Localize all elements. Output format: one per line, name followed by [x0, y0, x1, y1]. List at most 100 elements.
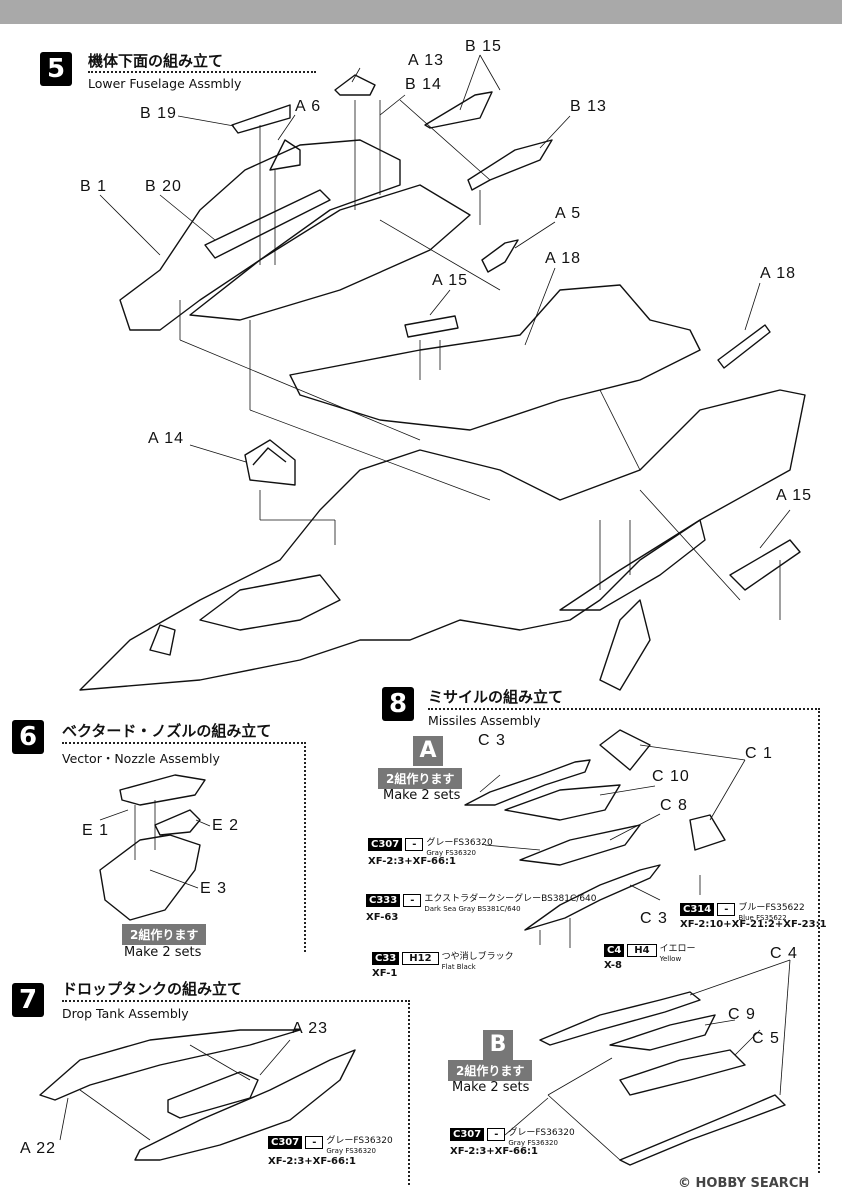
label-e1: E 1 — [82, 822, 110, 839]
step-8-title-jp: ミサイルの組み立て — [428, 688, 564, 706]
part-e3 — [99, 834, 201, 921]
step-8-border — [818, 708, 820, 1173]
label-a13: A 13 — [408, 52, 445, 69]
label-a22: A 22 — [20, 1140, 57, 1157]
make-2-sets-badge-a-jp: 2組作ります — [378, 768, 463, 789]
step-8-title-en: Missiles Assembly — [428, 713, 541, 728]
paint-code: C307 — [368, 838, 403, 851]
step-7-title-jp: ドロップタンクの組み立て — [62, 980, 243, 998]
label-c1: C 1 — [745, 745, 773, 762]
paint-mix-a3: XF-1 — [372, 968, 398, 979]
paint-name-en: Dark Sea Gray BS381C/640 — [424, 905, 521, 913]
label-c4: C 4 — [770, 945, 798, 962]
paint-name-jp: イエロー — [659, 944, 696, 954]
label-a18-right: A 18 — [760, 265, 797, 282]
paint-name-en: Gray FS36320 — [426, 849, 476, 857]
paint-code: C4 — [604, 944, 625, 957]
paint-name-jp: グレーFS36320 — [508, 1128, 575, 1138]
missile-c3-upper — [464, 759, 591, 806]
label-a23: A 23 — [292, 1020, 329, 1037]
step-8-rule — [428, 708, 820, 710]
label-c8: C 8 — [660, 797, 688, 814]
label-b1: B 1 — [80, 178, 108, 195]
paint-mix-b: XF-2:3+XF-66:1 — [450, 1146, 538, 1157]
paint-mix-step7: XF-2:3+XF-66:1 — [268, 1156, 356, 1167]
label-c3-lower: C 3 — [640, 910, 668, 927]
step-6-rule — [62, 742, 306, 744]
paint-code2: H12 — [402, 952, 439, 965]
header-bar — [0, 0, 842, 24]
label-b15: B 15 — [465, 38, 502, 55]
subassembly-b-badge: B — [483, 1030, 513, 1060]
label-b14: B 14 — [405, 76, 442, 93]
label-e2: E 2 — [212, 817, 240, 834]
label-a15-right: A 15 — [776, 487, 813, 504]
step-number-6: 6 — [12, 720, 44, 754]
paint-code: C314 — [680, 903, 715, 916]
step-6-title-jp: ベクタード・ノズルの組み立て — [62, 722, 272, 740]
paint-code2: - — [403, 894, 422, 907]
paint-name-jp: グレーFS36320 — [426, 838, 493, 848]
label-c9: C 9 — [728, 1006, 756, 1023]
paint-mix-a5: X-8 — [604, 960, 623, 971]
part-b1 — [119, 139, 401, 331]
paint-code2: H4 — [627, 944, 657, 957]
paint-name-en: Gray FS36320 — [508, 1139, 558, 1147]
step-5-title-jp: 機体下面の組み立て — [88, 52, 224, 70]
aircraft-body — [79, 389, 806, 691]
step-6-border — [304, 742, 306, 952]
paint-name-en: Gray FS36320 — [326, 1147, 376, 1155]
label-b13: B 13 — [570, 98, 607, 115]
missile-c4-upper — [539, 991, 701, 1046]
label-c3-upper: C 3 — [478, 732, 506, 749]
part-upper-panel — [189, 184, 471, 321]
step-number-5: 5 — [40, 52, 72, 86]
watermark: © HOBBY SEARCH — [678, 1176, 810, 1191]
label-a6: A 6 — [295, 98, 322, 115]
make-2-sets-badge-jp: 2組作ります — [122, 924, 207, 945]
paint-name-en: Blue FS35622 — [738, 914, 787, 922]
label-c10: C 10 — [652, 768, 690, 785]
paint-name-jp: エクストラダークシーグレーBS381C/640 — [424, 894, 597, 904]
paint-name-en: Yellow — [659, 955, 682, 963]
paint-code: C307 — [268, 1136, 303, 1149]
part-b20 — [204, 189, 331, 259]
paint-code: C333 — [366, 894, 401, 907]
paint-code: C307 — [450, 1128, 485, 1141]
step-5-title-en: Lower Fuselage Assmbly — [88, 76, 242, 91]
paint-code2: - — [405, 838, 424, 851]
make-2-sets-a-en: Make 2 sets — [383, 788, 461, 803]
label-a5: A 5 — [555, 205, 582, 222]
part-e2 — [154, 809, 201, 836]
subassembly-a-badge: A — [413, 736, 443, 766]
part-a23 — [134, 1049, 356, 1161]
paint-code2: - — [487, 1128, 506, 1141]
part-e1 — [119, 774, 206, 806]
part-c9 — [609, 1014, 716, 1051]
label-c5: C 5 — [752, 1030, 780, 1047]
step-7-rule — [62, 1000, 410, 1002]
step-number-7: 7 — [12, 983, 44, 1017]
make-2-sets-badge-b-jp: 2組作ります — [448, 1060, 533, 1081]
part-c8-rail — [519, 824, 641, 866]
label-b20: B 20 — [145, 178, 182, 195]
part-a22 — [39, 1029, 301, 1101]
paint-name-jp: グレーFS36320 — [326, 1136, 393, 1146]
label-e3: E 3 — [200, 880, 228, 897]
missile-c3-lower — [524, 864, 661, 931]
paint-code2: - — [305, 1136, 324, 1149]
paint-mix-a1: XF-2:3+XF-66:1 — [368, 856, 456, 867]
paint-code2: - — [717, 903, 736, 916]
label-a15-center: A 15 — [432, 272, 469, 289]
part-c1-fin — [599, 729, 651, 771]
paint-name-en: Flat Black — [441, 963, 476, 971]
label-b19: B 19 — [140, 105, 177, 122]
paint-mix-a4: XF-2:10+XF-21:2+XF-23:1 — [680, 919, 827, 930]
label-a14: A 14 — [148, 430, 185, 447]
step-7-border — [408, 1000, 410, 1185]
step-7-title-en: Drop Tank Assembly — [62, 1006, 189, 1021]
